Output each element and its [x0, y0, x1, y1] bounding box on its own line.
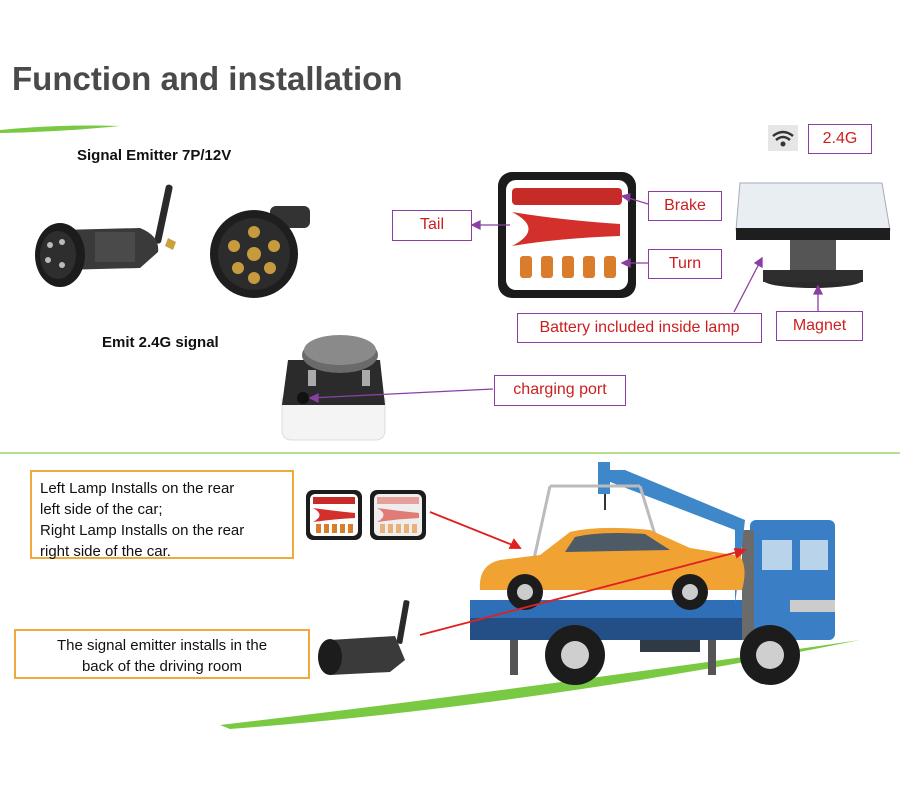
install-arrows: [419, 511, 748, 636]
green-swoosh-top: [0, 125, 120, 133]
callout-charging-port: charging port: [494, 375, 626, 406]
callout-tail: Tail: [392, 210, 472, 241]
lamp-side-image: [735, 182, 891, 288]
lamp-front-image: [498, 172, 636, 298]
emitter-socket-image: [210, 206, 310, 298]
emitter-note-line-2: back of the driving room: [81, 658, 243, 675]
callout-turn: Turn: [648, 249, 722, 279]
tow-truck-image: [470, 462, 835, 685]
wifi-icon: [768, 125, 798, 151]
emitter-install-note: The signal emitter installs in the back …: [14, 629, 310, 679]
callout-arrows: [308, 193, 824, 404]
callout-battery: Battery included inside lamp: [517, 313, 762, 343]
car-image: [479, 527, 745, 610]
emit-signal-label: Emit 2.4G signal: [102, 334, 219, 351]
lamp-pair-image: [306, 490, 426, 540]
green-swoosh-bottom: [220, 640, 860, 729]
lamp-note-line-2: left side of the car;: [40, 501, 163, 518]
emitter-plug-image: [35, 184, 176, 287]
callout-brake: Brake: [648, 191, 722, 221]
lamp-note-line-1: Left Lamp Installs on the rear: [40, 480, 235, 497]
page-title: Function and installation: [12, 60, 403, 97]
lamp-bottom-image: [281, 335, 386, 441]
emitter-label: Signal Emitter 7P/12V: [77, 147, 232, 164]
frequency-badge: 2.4G: [808, 124, 872, 154]
lamp-note-line-4: right side of the car.: [40, 543, 171, 560]
emitter-small-image: [318, 600, 410, 675]
emitter-note-line-1: The signal emitter installs in the: [56, 637, 268, 654]
lamp-note-line-3: Right Lamp Installs on the rear: [40, 522, 245, 539]
lamp-install-note: Left Lamp Installs on the rear left side…: [30, 470, 294, 560]
callout-magnet: Magnet: [776, 311, 863, 341]
